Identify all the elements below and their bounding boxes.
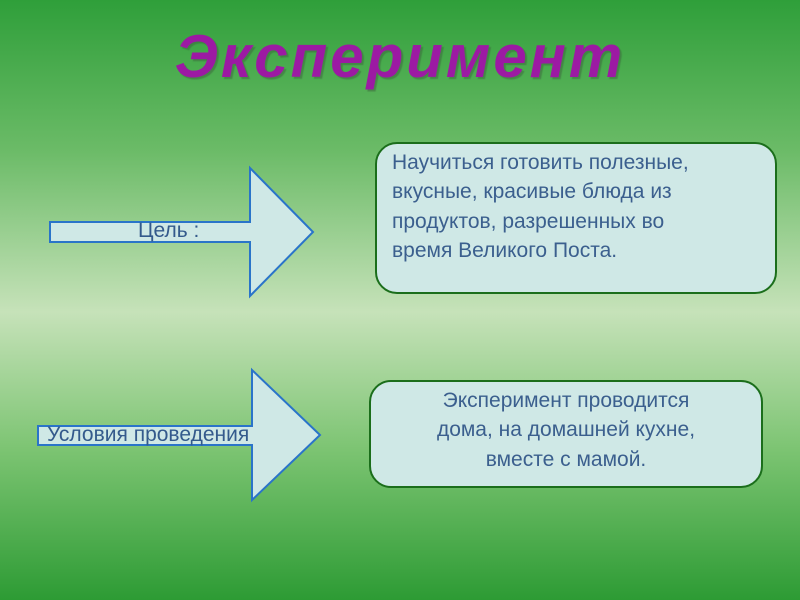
goal-line: время Великого Поста. — [392, 239, 618, 263]
conditions-line: дома, на домашней кухне, — [436, 418, 696, 442]
goal-arrow-icon — [49, 165, 315, 299]
slide-title: Эксперимент — [174, 23, 626, 90]
goal-label: Цель : — [138, 219, 200, 242]
goal-line: вкусные, красивые блюда из — [392, 180, 672, 204]
goal-line: продуктов, разрешенных во — [392, 209, 665, 233]
conditions-line: Эксперимент проводится — [442, 389, 690, 412]
goal-description-box: Научиться готовить полезные, вкусные, кр… — [375, 142, 777, 294]
conditions-description-box: Эксперимент проводится дома, на домашней… — [369, 380, 763, 488]
conditions-label: Условия проведения — [47, 423, 250, 446]
conditions-arrow-icon — [37, 367, 322, 503]
conditions-line: вместе с мамой. — [485, 447, 647, 471]
goal-line: Научиться готовить полезные, — [392, 151, 689, 174]
